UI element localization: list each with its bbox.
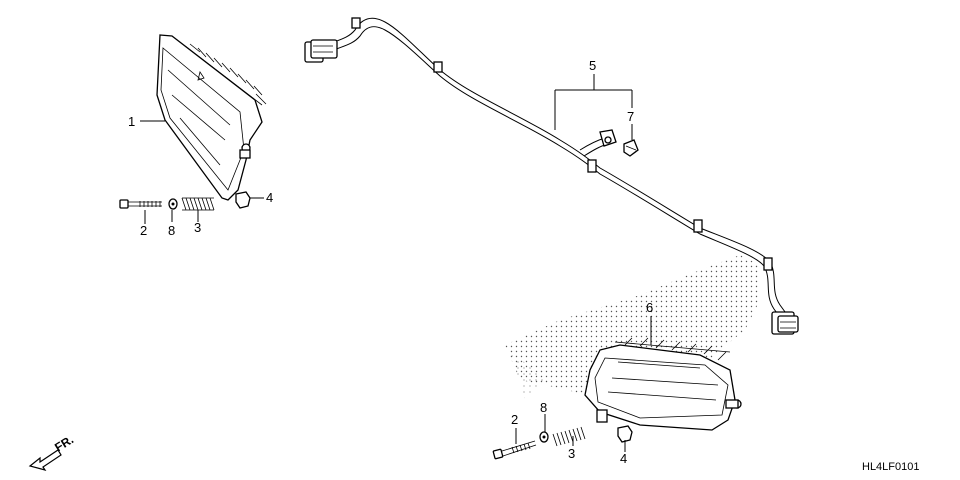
front-arrow-icon <box>28 449 62 471</box>
connector-right <box>771 311 799 335</box>
heat-sink-fins-lower <box>614 337 731 361</box>
callout-8-lower: 8 <box>540 400 547 415</box>
washer-upper <box>168 198 178 210</box>
leader-lines <box>140 74 652 452</box>
spring-lower <box>552 426 586 447</box>
wire-harness <box>304 17 799 335</box>
callout-1: 1 <box>128 114 135 129</box>
callout-3-upper: 3 <box>194 220 201 235</box>
washer-lower <box>539 431 549 443</box>
callout-2-upper: 2 <box>140 223 147 238</box>
callout-4-lower: 4 <box>620 451 627 466</box>
callouts: 1 2 8 3 4 5 7 6 2 8 3 4 <box>128 58 653 466</box>
callout-8-upper: 8 <box>168 223 175 238</box>
diagram-code: HL4LF0101 <box>862 461 920 473</box>
callout-4-upper: 4 <box>266 190 273 205</box>
callout-7: 7 <box>627 109 634 124</box>
clip-7 <box>623 139 639 157</box>
headlight-unit-upper <box>156 34 267 201</box>
headlight-unit-lower <box>584 337 742 431</box>
callout-3-lower: 3 <box>568 446 575 461</box>
callout-5: 5 <box>589 58 596 73</box>
front-direction-marker: FR. <box>28 432 76 471</box>
bolt-lower <box>492 440 537 460</box>
branch-connector <box>599 129 617 147</box>
spring-upper <box>181 197 215 211</box>
heat-sink-fins-upper <box>184 43 267 106</box>
connector-left <box>304 39 338 63</box>
harness-clips <box>351 17 773 271</box>
callout-6: 6 <box>646 300 653 315</box>
nut-upper <box>235 191 251 209</box>
bolt-upper <box>119 199 162 209</box>
callout-2-lower: 2 <box>511 412 518 427</box>
nut-lower <box>617 425 633 443</box>
